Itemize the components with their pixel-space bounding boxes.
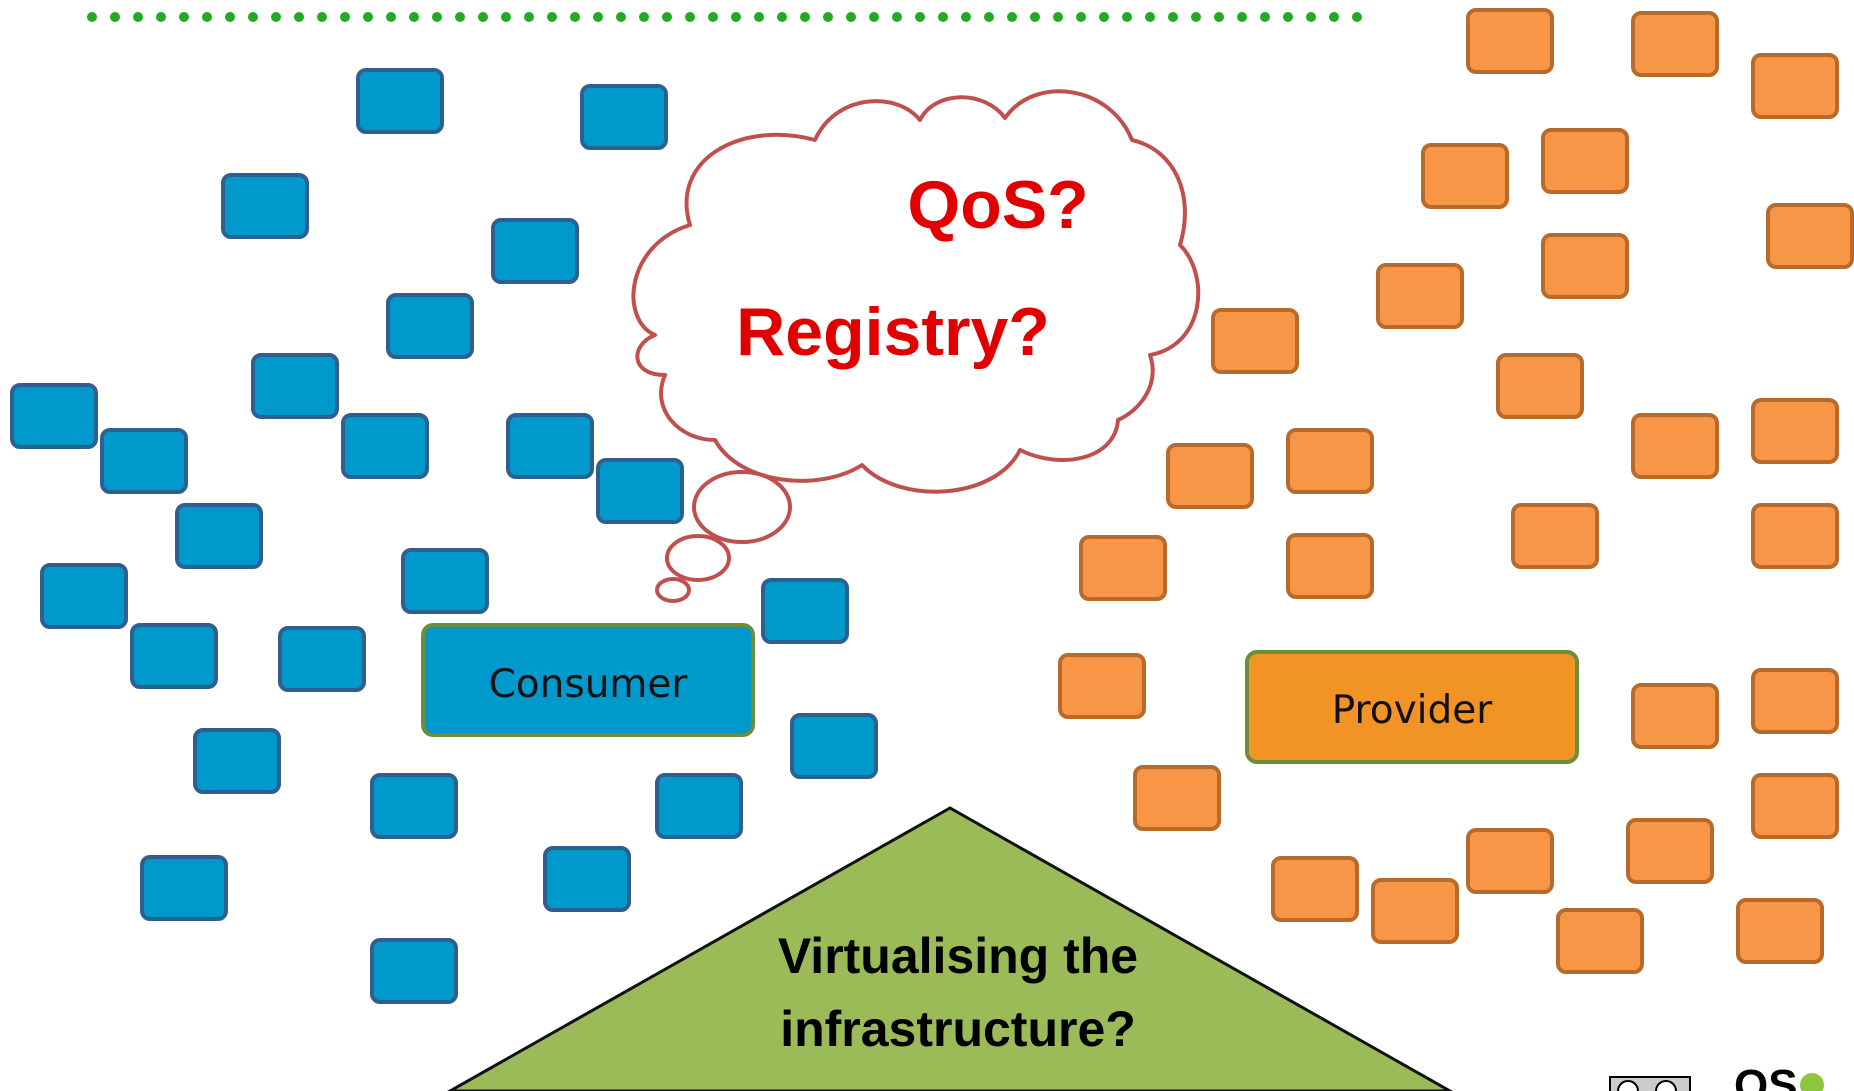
provider-node xyxy=(1541,128,1629,194)
provider-node xyxy=(1556,908,1644,974)
consumer-node xyxy=(278,626,366,692)
provider-node xyxy=(1166,443,1254,509)
by-icon xyxy=(1655,1080,1677,1091)
provider-label: Provider xyxy=(1332,688,1494,733)
consumer-node xyxy=(40,563,128,629)
provider-node xyxy=(1466,828,1554,894)
consumer-node xyxy=(341,413,429,479)
provider-node xyxy=(1058,653,1146,719)
provider-node xyxy=(1371,878,1459,944)
consumer-node xyxy=(401,548,489,614)
consumer-node xyxy=(130,623,218,689)
provider-node-group xyxy=(1058,8,1854,974)
consumer-node xyxy=(596,458,684,524)
triangle-text-line-1: Virtualising the xyxy=(778,928,1138,984)
consumer-node xyxy=(506,413,594,479)
provider-node xyxy=(1751,398,1839,464)
consumer-node xyxy=(790,713,878,779)
provider-node xyxy=(1376,263,1464,329)
cloud-question-registry: Registry? xyxy=(736,294,1050,370)
consumer-node xyxy=(491,218,579,284)
provider-node xyxy=(1271,856,1359,922)
consumer-node xyxy=(370,938,458,1004)
provider-node xyxy=(1211,308,1299,374)
provider-node xyxy=(1751,503,1839,569)
provider-node xyxy=(1421,143,1509,209)
triangle-text-line-2: infrastructure? xyxy=(780,1001,1136,1057)
provider-node xyxy=(1496,353,1584,419)
provider-node xyxy=(1079,535,1167,601)
consumer-node xyxy=(655,773,743,839)
provider-node xyxy=(1751,53,1839,119)
thought-cloud: QoS? Registry? xyxy=(631,89,1201,603)
consumer-node xyxy=(175,503,263,569)
consumer-box: Consumer xyxy=(421,623,755,737)
consumer-label: Consumer xyxy=(489,662,689,707)
provider-node xyxy=(1631,413,1719,479)
provider-node xyxy=(1631,683,1719,749)
consumer-node xyxy=(580,84,668,150)
cloud-question-qos: QoS? xyxy=(907,167,1088,243)
consumer-node xyxy=(193,728,281,794)
provider-node xyxy=(1286,533,1374,599)
consumer-node xyxy=(140,855,228,921)
consumer-node xyxy=(221,173,309,239)
provider-node xyxy=(1736,898,1824,964)
provider-node xyxy=(1511,503,1599,569)
consumer-node xyxy=(761,578,849,644)
provider-node xyxy=(1751,773,1839,839)
consumer-node xyxy=(370,773,458,839)
provider-node xyxy=(1541,233,1629,299)
logo-text: OS xyxy=(1734,1061,1798,1091)
provider-node xyxy=(1766,203,1854,269)
cloud-shape xyxy=(631,89,1201,494)
thought-bubble-large xyxy=(692,470,792,544)
provider-node xyxy=(1626,818,1714,884)
provider-node xyxy=(1286,428,1374,494)
license-logo: OS xyxy=(1609,1061,1824,1091)
cc-icon xyxy=(1617,1080,1639,1091)
provider-node xyxy=(1133,765,1221,831)
consumer-node xyxy=(10,383,98,449)
consumer-node xyxy=(100,428,188,494)
consumer-node xyxy=(251,353,339,419)
provider-node xyxy=(1631,11,1719,77)
thought-bubble-small xyxy=(655,577,691,603)
provider-node xyxy=(1751,668,1839,734)
thought-bubble-medium xyxy=(665,534,731,582)
consumer-node xyxy=(356,68,444,134)
logo-green-dot xyxy=(1800,1073,1824,1091)
consumer-node-group xyxy=(10,68,878,1004)
consumer-node xyxy=(543,846,631,912)
provider-box: Provider xyxy=(1245,650,1579,764)
infrastructure-triangle: Virtualising the infrastructure? xyxy=(446,806,1454,1091)
consumer-node xyxy=(386,293,474,359)
provider-node xyxy=(1466,8,1554,74)
